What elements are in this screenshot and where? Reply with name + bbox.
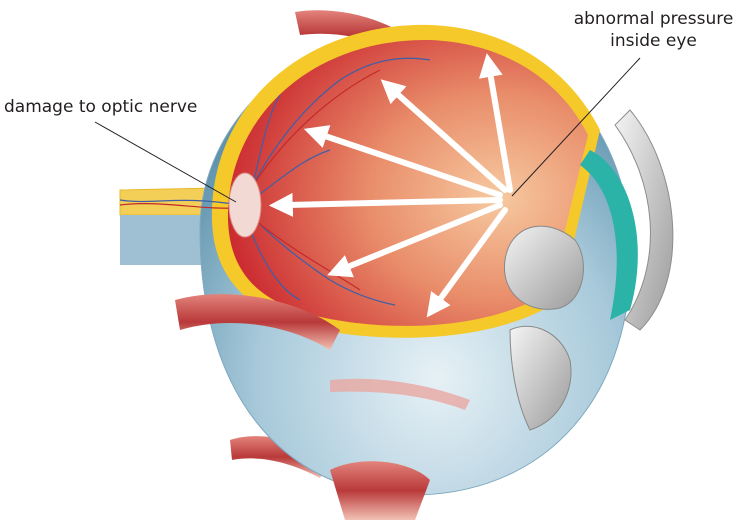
label-pressure-line2: inside eye <box>610 31 697 51</box>
label-abnormal-pressure: abnormal pressure inside eye <box>556 8 750 52</box>
arrow <box>478 53 513 193</box>
muscle-bottom <box>330 461 430 520</box>
label-optic-nerve-damage: damage to optic nerve <box>4 97 198 117</box>
iris-ciliary <box>509 325 572 431</box>
cornea <box>580 150 638 320</box>
muscle-left <box>175 294 340 350</box>
lens <box>503 225 584 310</box>
optic-leader-line <box>94 121 237 203</box>
arrow <box>303 125 503 198</box>
pressure-arrows <box>268 53 513 318</box>
arrow <box>268 192 503 217</box>
arrow <box>327 202 503 278</box>
pressure-leader-line <box>511 57 641 197</box>
label-pressure-line1: abnormal pressure <box>573 9 734 29</box>
muscle-bottom-left <box>230 436 330 478</box>
optic-disc <box>228 172 262 238</box>
arrow <box>426 207 508 318</box>
arrow <box>380 79 508 193</box>
